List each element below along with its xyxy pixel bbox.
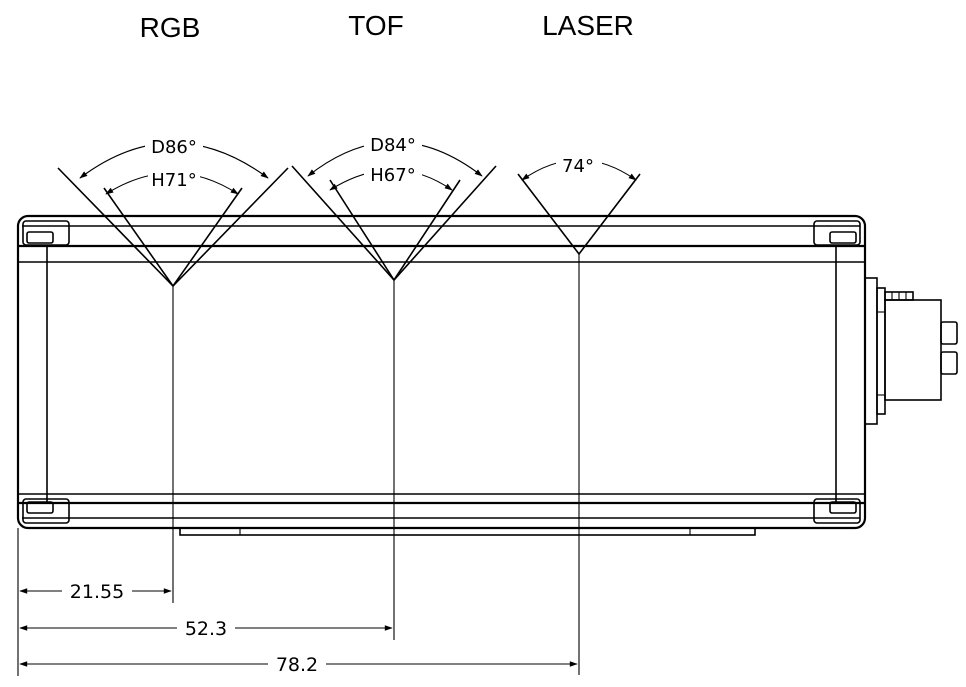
tof-offset-dimension: 52.3 bbox=[185, 618, 227, 640]
rgb-header: RGB bbox=[140, 12, 201, 43]
laser-header: LASER bbox=[542, 10, 634, 41]
tof-horizontal-fov-label: H67° bbox=[370, 165, 415, 186]
corner-mount-top-left bbox=[22, 220, 70, 246]
rgb-fov bbox=[57, 136, 289, 603]
laser-fov bbox=[517, 154, 641, 675]
tof-diagonal-fov-label: D84° bbox=[370, 135, 416, 156]
corner-mount-top-right bbox=[813, 220, 861, 246]
laser-offset-dimension: 78.2 bbox=[276, 654, 318, 676]
rgb-horizontal-fov-label: H71° bbox=[151, 170, 196, 191]
corner-mount-bottom-right bbox=[813, 498, 861, 524]
dimension-lines bbox=[17, 528, 578, 676]
rgb-diagonal-fov-label: D86° bbox=[151, 137, 197, 158]
device-body bbox=[16, 214, 867, 536]
tof-fov bbox=[291, 134, 497, 640]
tof-header: TOF bbox=[348, 10, 403, 41]
laser-fov-label: 74° bbox=[562, 156, 594, 177]
side-connector bbox=[864, 277, 958, 425]
rgb-offset-dimension: 21.55 bbox=[70, 581, 124, 603]
corner-mount-bottom-left bbox=[22, 498, 70, 524]
